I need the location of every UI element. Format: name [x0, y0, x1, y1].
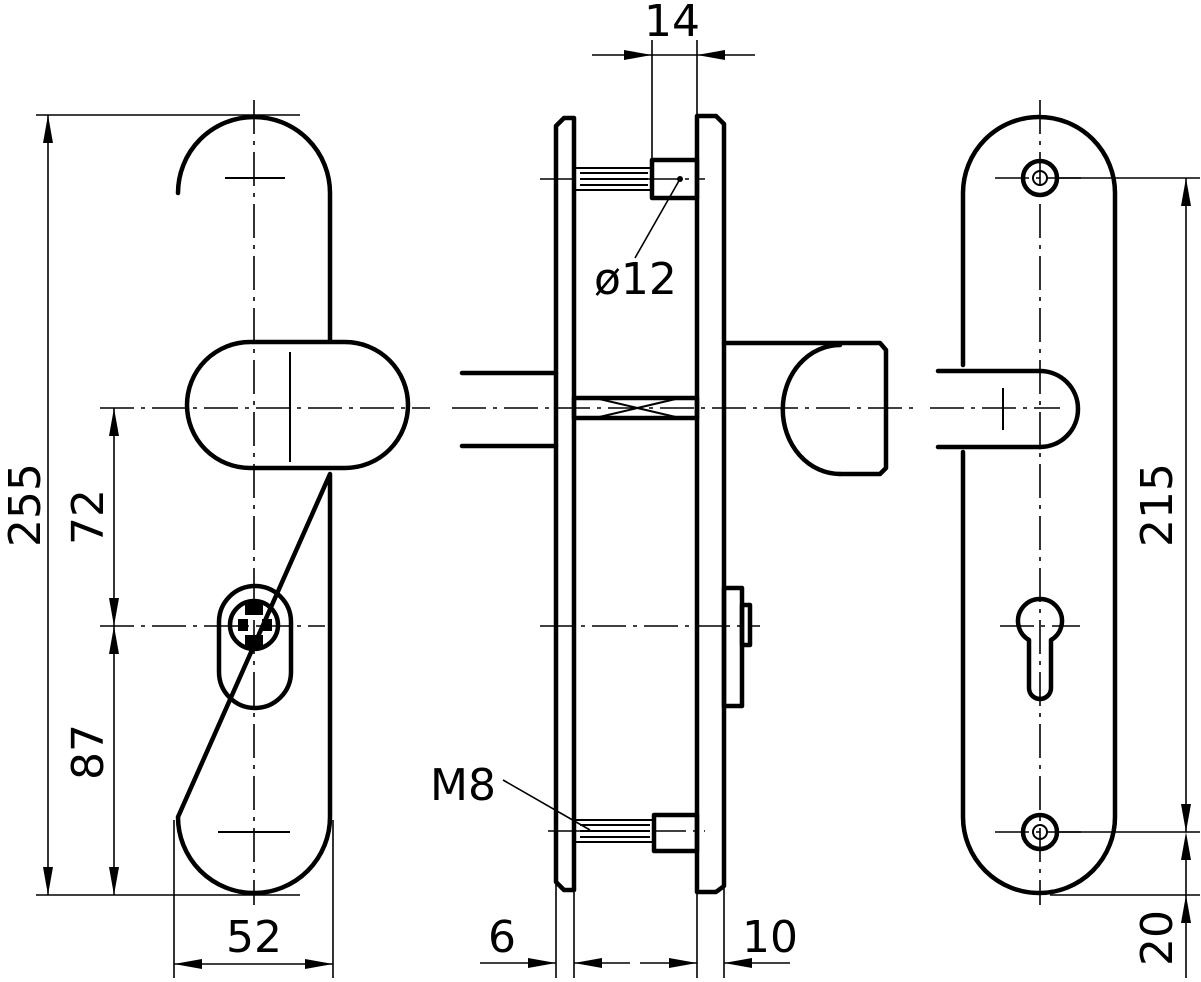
dim-6-text: 6	[488, 912, 516, 963]
dim-72-text: 72	[63, 489, 114, 545]
bore-callout: ø12	[594, 178, 681, 305]
dim-20-text: 20	[1132, 910, 1183, 966]
side-plate-outer	[694, 113, 727, 895]
side-plate-inner	[553, 115, 577, 893]
side-view	[452, 113, 915, 895]
dim-10-text: 10	[742, 912, 798, 963]
thread-label: M8	[430, 760, 496, 811]
dim-14-text: 14	[644, 0, 700, 47]
dim-215: 215	[1058, 177, 1200, 833]
dim-14: 14	[592, 0, 755, 160]
dim-72: 72	[63, 408, 119, 626]
dim-255: 255	[0, 114, 300, 896]
side-cylinder-tab	[739, 602, 753, 648]
bore-label: ø12	[594, 254, 677, 305]
front-handle-rose	[184, 339, 411, 471]
dim-52-text: 52	[226, 912, 282, 963]
dim-52: 52	[173, 820, 334, 978]
rear-handle-stub	[935, 368, 1043, 450]
dim-87: 87	[63, 626, 119, 895]
rear-plate-outline	[960, 114, 1118, 896]
side-handle-stub-left	[459, 370, 559, 449]
thread-callout: M8	[430, 760, 591, 831]
dim-6: 6	[480, 880, 630, 978]
cylinder-escutcheon	[216, 583, 294, 711]
cylinder-pin-right	[262, 619, 272, 631]
side-handle-right	[721, 340, 889, 477]
side-cylinder	[721, 585, 745, 709]
dim-20: 20	[1050, 832, 1200, 978]
bottom-screw-head	[651, 812, 700, 854]
rear-keyhole	[1015, 596, 1065, 702]
dim-87-text: 87	[63, 724, 114, 780]
cylinder-pin-left	[238, 619, 248, 631]
dim-215-text: 215	[1132, 463, 1183, 547]
side-handle-curve	[780, 342, 843, 477]
dim-10: 10	[640, 880, 798, 978]
rear-handle-end	[1037, 368, 1081, 450]
dim-255-text: 255	[0, 463, 51, 547]
rear-view	[930, 100, 1118, 905]
front-view	[100, 100, 430, 905]
